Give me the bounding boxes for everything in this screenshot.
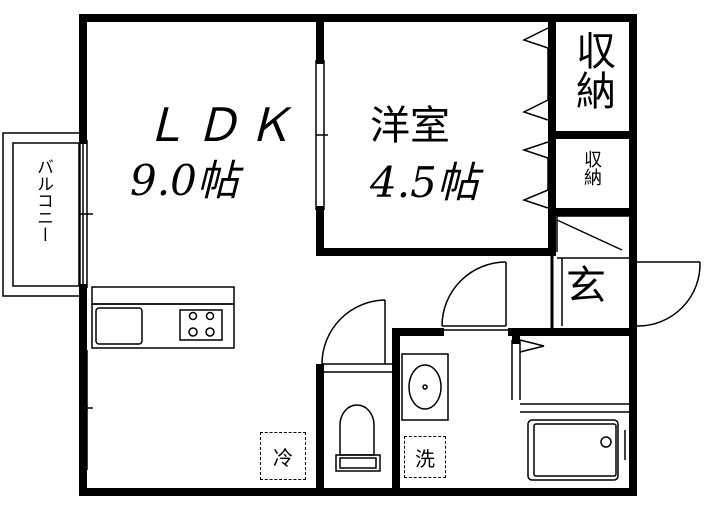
outer-walls (79, 14, 637, 496)
balcony-label: バルコニー (33, 158, 53, 243)
partition-sliding-door (315, 60, 328, 210)
ldk-west-window (79, 140, 93, 470)
western-room-size: 4.5帖 (370, 158, 479, 207)
wash-basin (401, 353, 449, 421)
washer-space: 洗 (404, 436, 446, 478)
toilet (335, 404, 381, 472)
ldk-name: ＬＤＫ (142, 98, 298, 152)
closet-large-label: 収納 (569, 30, 615, 110)
hall-door (441, 261, 512, 331)
ldk-size: 9.0帖 (130, 156, 239, 205)
fridge-space: 冷 (260, 432, 306, 480)
entrance-label: 玄 (566, 263, 606, 309)
closet-doors (521, 27, 549, 209)
entrance-area (556, 215, 701, 327)
closet-small-label: 収納 (581, 150, 602, 186)
kitchen-counter (91, 286, 235, 349)
toilet-door (321, 299, 392, 373)
interior-walls (316, 18, 633, 492)
bathtub (527, 419, 633, 481)
western-room-name: 洋室 (370, 103, 450, 149)
bath-door (511, 339, 629, 413)
